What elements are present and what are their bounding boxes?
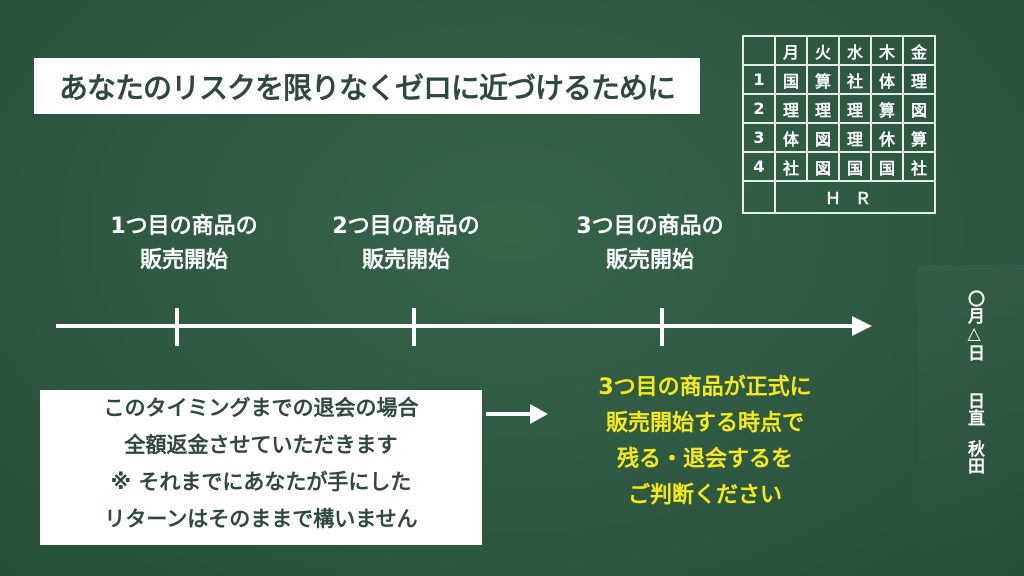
- schedule-subject-cell: 国: [774, 64, 808, 95]
- refund-note-line: ※ それまでにあなたが手にした: [110, 470, 412, 494]
- schedule-row: 3 体 図 理 休 算: [742, 122, 936, 153]
- board-date: 〇月△日: [964, 290, 984, 361]
- milestone-label-1: 1つ目の商品の 販売開始: [84, 210, 284, 278]
- schedule-subject-cell: 理: [774, 93, 808, 124]
- slide-title: あなたのリスクを限りなくゼロに近づけるために: [58, 71, 676, 105]
- schedule-empty-cell: [742, 180, 776, 214]
- schedule-day-cell: 火: [806, 35, 840, 66]
- milestone-label-2: 2つ目の商品の 販売開始: [306, 210, 506, 278]
- board-side-panel: [918, 265, 1024, 576]
- schedule-hr-row: ＨＲ: [742, 180, 936, 214]
- schedule-subject-cell: 図: [806, 151, 840, 182]
- schedule-subject-cell: 理: [838, 122, 872, 153]
- milestone-label-line: 2つ目の商品の: [332, 214, 480, 239]
- decision-line: 残る・退会するを: [616, 447, 793, 472]
- decision-line: ご判断ください: [627, 483, 782, 508]
- schedule-subject-cell: 理: [902, 64, 936, 95]
- duty-name: 秋田: [964, 440, 984, 474]
- decision-line: 3つ目の商品が正式に: [598, 375, 812, 400]
- refund-note-line: リターンはそのままで構いません: [104, 507, 418, 531]
- schedule-subject-cell: 理: [806, 93, 840, 124]
- schedule-subject-cell: 体: [870, 64, 904, 95]
- timeline-arrowhead: [852, 316, 872, 336]
- refund-note-line: このタイミングまでの退会の場合: [103, 396, 419, 420]
- schedule-subject-cell: 休: [870, 122, 904, 153]
- title-box: あなたのリスクを限りなくゼロに近づけるために: [34, 58, 700, 114]
- schedule-subject-cell: 算: [902, 122, 936, 153]
- schedule-hr-cell: ＨＲ: [774, 180, 936, 214]
- schedule-subject-cell: 図: [806, 122, 840, 153]
- milestone-label-line: 販売開始: [361, 248, 450, 273]
- schedule-row: 4 社 図 国 国 社: [742, 151, 936, 182]
- schedule-corner-cell: [742, 35, 776, 66]
- decision-line: 販売開始する時点で: [605, 411, 804, 436]
- schedule-period-cell: 4: [742, 151, 776, 182]
- connector-arrowhead: [530, 404, 548, 424]
- schedule-day-cell: 月: [774, 35, 808, 66]
- schedule-header-row: 月 火 水 木 金: [742, 35, 936, 66]
- refund-note-line: 全額返金させていただきます: [124, 433, 398, 457]
- milestone-label-line: 販売開始: [605, 248, 694, 273]
- schedule-day-cell: 金: [902, 35, 936, 66]
- schedule-subject-cell: 理: [838, 93, 872, 124]
- milestone-label-line: 販売開始: [139, 248, 228, 273]
- schedule-subject-cell: 国: [870, 151, 904, 182]
- schedule-row: 1 国 算 社 体 理: [742, 64, 936, 95]
- milestone-label-line: 1つ目の商品の: [110, 214, 258, 239]
- schedule-subject-cell: 社: [838, 64, 872, 95]
- schedule-day-cell: 木: [870, 35, 904, 66]
- milestone-label-line: 3つ目の商品の: [576, 214, 724, 239]
- schedule-subject-cell: 社: [902, 151, 936, 182]
- schedule-subject-cell: 図: [902, 93, 936, 124]
- schedule-subject-cell: 社: [774, 151, 808, 182]
- schedule-subject-cell: 算: [870, 93, 904, 124]
- duty-label: 日直: [964, 392, 984, 426]
- schedule-subject-cell: 算: [806, 64, 840, 95]
- schedule-row: 2 理 理 理 算 図: [742, 93, 936, 124]
- milestone-label-3: 3つ目の商品の 販売開始: [550, 210, 750, 278]
- decision-highlight: 3つ目の商品が正式に 販売開始する時点で 残る・退会するを ご判断ください: [550, 370, 860, 514]
- schedule-period-cell: 1: [742, 64, 776, 95]
- schedule-period-cell: 3: [742, 122, 776, 153]
- schedule-subject-cell: 体: [774, 122, 808, 153]
- schedule-subject-cell: 国: [838, 151, 872, 182]
- schedule-period-cell: 2: [742, 93, 776, 124]
- class-schedule-table: 月 火 水 木 金 1 国 算 社 体 理 2 理 理 理 算 図 3 体 図 …: [742, 35, 936, 214]
- refund-note-box: このタイミングまでの退会の場合 全額返金させていただきます ※ それまでにあなた…: [40, 390, 482, 545]
- schedule-day-cell: 水: [838, 35, 872, 66]
